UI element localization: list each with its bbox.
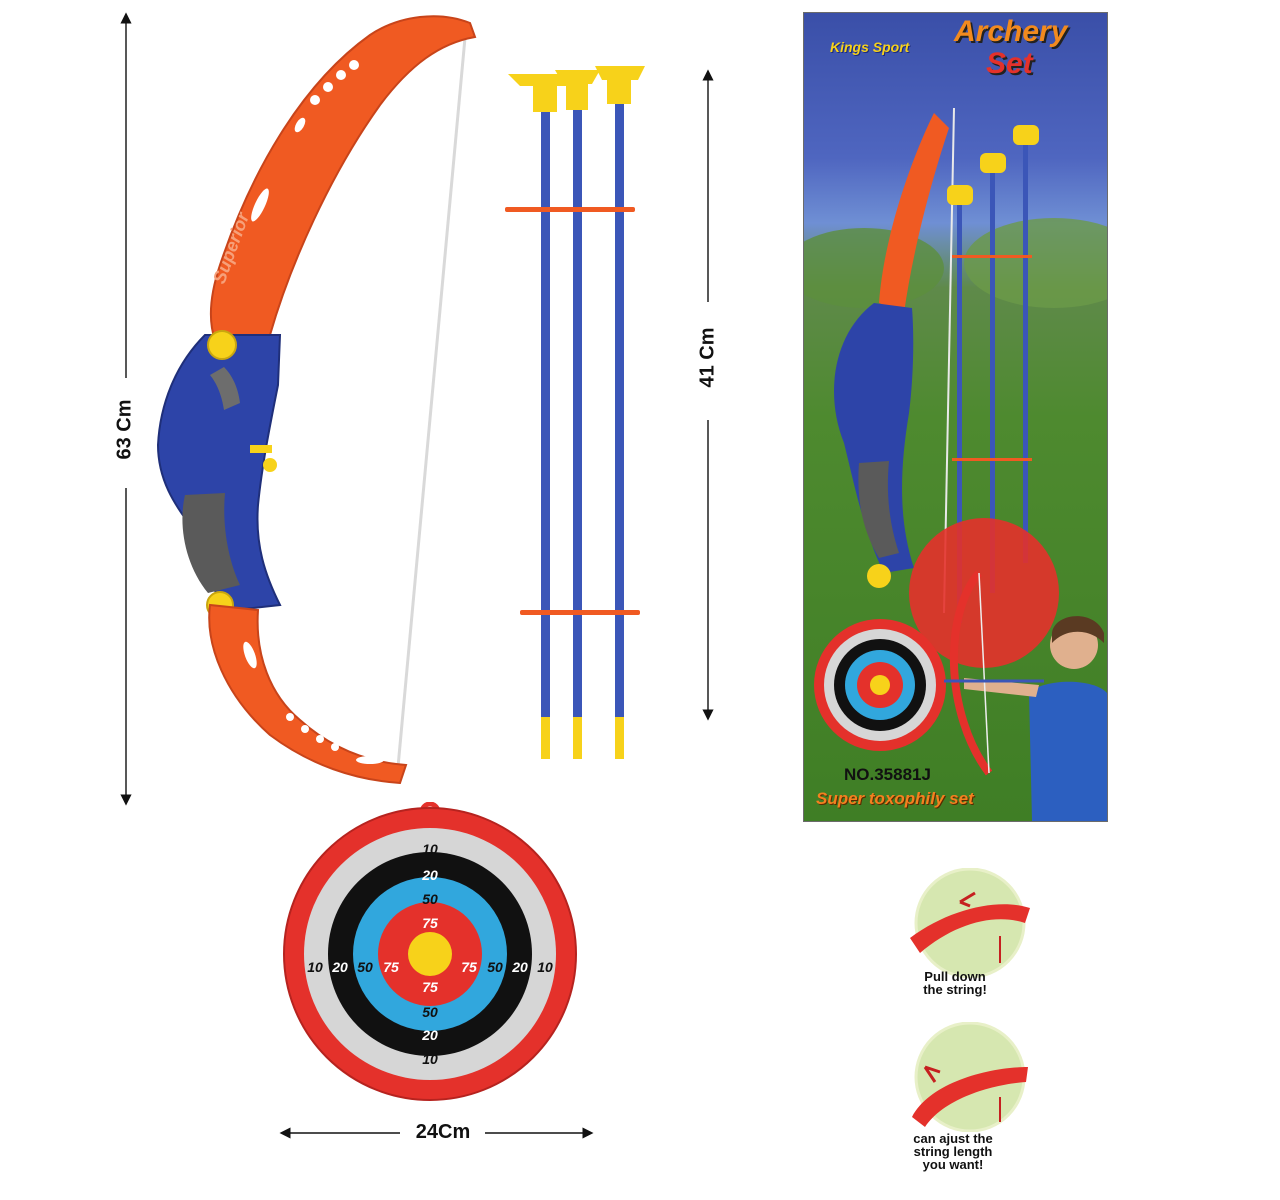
ring-label-10-bottom: 10 — [422, 1051, 438, 1067]
arrow-3 — [595, 66, 645, 759]
arrow-length-label: 41 Cm — [696, 327, 719, 388]
instruction-2-line1: can ajust the — [913, 1131, 993, 1146]
ring-label-50-left: 50 — [357, 959, 373, 975]
package-artwork — [804, 107, 1107, 821]
arrow-2 — [555, 70, 600, 759]
model-number: NO.35881J — [844, 765, 931, 784]
instruction-image-1 — [910, 868, 1030, 978]
ring-label-20-left: 20 — [331, 959, 348, 975]
bow-grip — [156, 334, 282, 612]
instruction-2-line3: you want! — [922, 1157, 984, 1172]
arrow-rest-knob — [263, 458, 277, 472]
arrows-illustration — [505, 66, 645, 759]
ring-label-50-right: 50 — [487, 959, 503, 975]
ring-label-50-bottom: 50 — [422, 1004, 438, 1020]
ring-label-10-top: 10 — [422, 841, 438, 857]
ring-label-75-right: 75 — [461, 959, 477, 975]
ring-label-10-left: 10 — [307, 959, 323, 975]
package-slogan: Super toxophily set — [816, 789, 974, 808]
ring-label-75-left: 75 — [383, 959, 399, 975]
bow-grip-insert — [210, 367, 240, 410]
arrow-rest — [250, 445, 272, 453]
target-width-label: 24Cm — [415, 1121, 471, 1143]
arrow-fletchings — [505, 207, 640, 615]
ring-label-20-bottom: 20 — [421, 1027, 438, 1043]
ring-label-10-right: 10 — [537, 959, 553, 975]
package-title-line2: Set — [986, 47, 1033, 80]
arrow-1 — [508, 74, 582, 759]
instruction-1-line1: Pull down — [924, 969, 986, 984]
bow-lower-limb — [208, 603, 408, 785]
ring-label-20-right: 20 — [511, 959, 528, 975]
target-illustration: 10 10 10 10 20 20 20 20 50 50 50 50 75 7… — [283, 802, 577, 1101]
ring-label-75-top: 75 — [422, 915, 438, 931]
bullseye — [408, 932, 452, 976]
bow-lower-limb-holes — [243, 641, 384, 764]
instruction-2-line2: string length — [913, 1144, 993, 1159]
ring-label-20-top: 20 — [421, 867, 438, 883]
bow-grip-pad — [182, 493, 240, 593]
bow-string — [396, 26, 468, 768]
bow-limb-holes — [251, 60, 359, 222]
ring-label-75-bottom: 75 — [422, 979, 438, 995]
package-title-line1: Archery — [954, 15, 1068, 48]
instruction-1-line2: the string! — [923, 982, 987, 997]
bow-upper-limb — [209, 15, 477, 342]
instruction-image-2 — [912, 1022, 1028, 1132]
brand-logo: Kings Sport — [830, 39, 910, 55]
instruction-caption-2: can ajust the string length you want! — [893, 1132, 1013, 1171]
instruction-caption-1: Pull down the string! — [900, 970, 1010, 996]
bow-illustration: Superior — [156, 15, 477, 785]
upper-limb-bolt — [207, 330, 237, 360]
package-box: Kings Sport Archery Set NO.35881J Super … — [803, 12, 1108, 822]
ring-label-50-top: 50 — [422, 891, 438, 907]
bow-height-label: 63 Cm — [113, 399, 136, 460]
